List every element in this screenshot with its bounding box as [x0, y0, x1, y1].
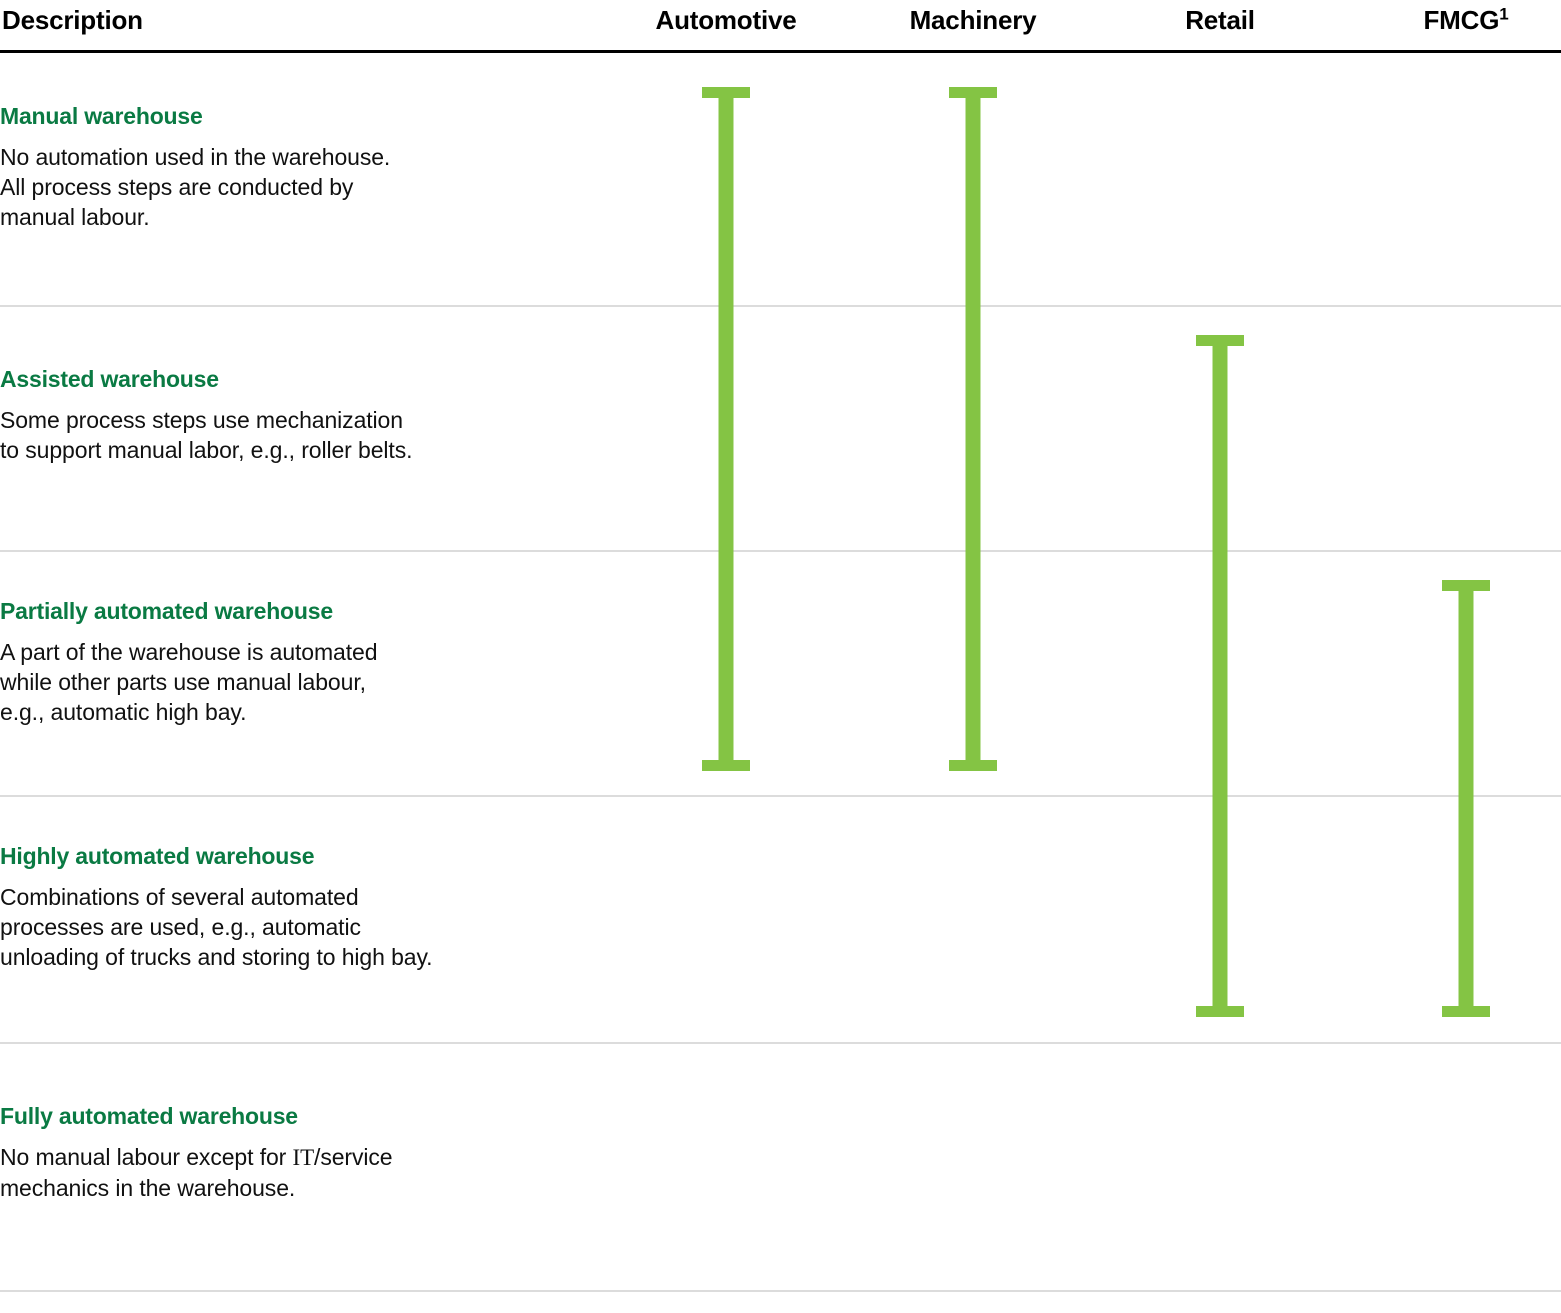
range-bar-cap-bottom: [702, 760, 750, 771]
range-bar-cap-top: [1196, 335, 1244, 346]
row-description: Some process steps use mechanization to …: [0, 405, 620, 465]
row-divider-2: [0, 550, 1561, 552]
column-header-automotive: Automotive: [655, 5, 797, 35]
row-title: Partially automated warehouse: [0, 598, 333, 624]
row-description-line: All process steps are conducted by: [0, 174, 354, 201]
row-divider-3: [0, 795, 1561, 797]
table-row: Fully automated warehouse No manual labo…: [0, 1103, 620, 1203]
range-bar-cap-bottom: [1196, 1006, 1244, 1017]
row-description-line: No manual labour except for IT/service: [0, 1144, 393, 1170]
range-bar-cap-top: [1442, 580, 1490, 591]
row-divider-4: [0, 1042, 1561, 1044]
table-row: Partially automated warehouse A part of …: [0, 598, 620, 727]
column-header-fmcg-label: FMCG: [1423, 5, 1500, 35]
row-description-line: mechanics in the warehouse.: [0, 1175, 296, 1202]
range-bar-cap-top: [949, 87, 997, 98]
footnote-marker: 1: [1499, 4, 1509, 24]
row-title: Fully automated warehouse: [0, 1103, 298, 1129]
row-divider-1: [0, 305, 1561, 307]
row-description: A part of the warehouse is automated whi…: [0, 637, 620, 727]
table-row: Highly automated warehouse Combinations …: [0, 843, 620, 972]
column-header-description: Description: [2, 5, 143, 35]
row-description-line: unloading of trucks and storing to high …: [0, 944, 433, 971]
range-bar-stem: [718, 87, 734, 771]
row-title: Highly automated warehouse: [0, 843, 315, 869]
range-bar-stem: [965, 87, 981, 771]
serif-abbreviation: IT: [292, 1145, 315, 1170]
row-description: No automation used in the warehouse. All…: [0, 142, 620, 232]
row-description-line: Some process steps use mechanization: [0, 407, 403, 433]
range-bar-cap-top: [702, 87, 750, 98]
range-bar-stem: [1458, 580, 1474, 1017]
row-description-line: Combinations of several automated: [0, 884, 359, 910]
row-description: No manual labour except for IT/service m…: [0, 1142, 620, 1203]
column-header-machinery: Machinery: [909, 5, 1037, 35]
row-description-line: A part of the warehouse is automated: [0, 639, 378, 665]
row-description-line: No automation used in the warehouse.: [0, 144, 391, 170]
header-divider: [0, 50, 1561, 53]
range-bar-cap-bottom: [1442, 1006, 1490, 1017]
row-description-line: manual labour.: [0, 204, 150, 231]
row-description-line: to support manual labor, e.g., roller be…: [0, 437, 413, 464]
row-divider-5: [0, 1290, 1561, 1292]
range-bar-stem: [1212, 335, 1228, 1017]
row-title: Assisted warehouse: [0, 366, 219, 392]
row-description-line: e.g., automatic high bay.: [0, 699, 247, 726]
table-header: Description Automotive Machinery Retail …: [0, 0, 1561, 50]
table-row: Manual warehouse No automation used in t…: [0, 103, 620, 232]
row-title: Manual warehouse: [0, 103, 203, 129]
row-description: Combinations of several automated proces…: [0, 882, 620, 972]
column-header-retail: Retail: [1185, 5, 1255, 35]
row-description-line: while other parts use manual labour,: [0, 669, 366, 696]
column-header-fmcg: FMCG1: [1423, 5, 1508, 36]
range-bar-cap-bottom: [949, 760, 997, 771]
table-row: Assisted warehouse Some process steps us…: [0, 366, 620, 465]
row-description-line: processes are used, e.g., automatic: [0, 914, 361, 941]
